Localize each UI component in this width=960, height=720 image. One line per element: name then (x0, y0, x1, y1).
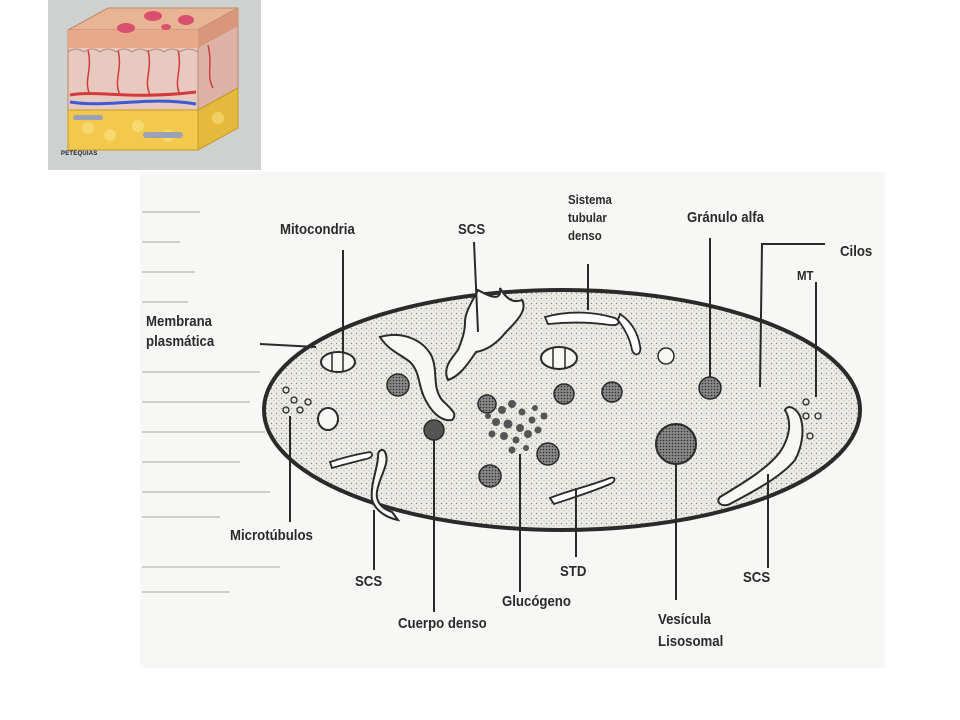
label-mitocondria: Mitocondria (280, 221, 355, 238)
label-mt: MT (797, 268, 814, 283)
mitochondrion-small (317, 407, 339, 431)
mitochondrion-left (320, 351, 356, 373)
label-cuerpo-denso: Cuerpo denso (398, 615, 487, 632)
label-membrana-line2: plasmática (146, 333, 215, 350)
platelet-drawing (142, 211, 862, 612)
microtubules-right (802, 398, 822, 440)
background-text-lines (142, 211, 280, 593)
label-vesicula-line2: Lisosomal (658, 633, 724, 650)
label-microtubulos: Microtúbulos (230, 527, 313, 544)
dense-tubular-strand-left (328, 451, 373, 470)
scs-channel-left (378, 333, 456, 422)
platelet-diagram: Mitocondria SCS Sistema tubular denso Gr… (140, 172, 885, 668)
label-cilos: Cilos (840, 243, 873, 260)
alpha-granule (601, 381, 623, 403)
scs-channel-right (717, 406, 804, 507)
alpha-granule (536, 442, 560, 466)
glycogen-cluster (485, 400, 548, 454)
label-glucogeno: Glucógeno (502, 593, 571, 610)
alpha-granule (477, 394, 497, 414)
label-scs-bottom-right: SCS (743, 569, 771, 586)
dense-tubular-strand-hook (616, 312, 642, 356)
label-granulo-alfa: Gránulo alfa (687, 209, 765, 226)
mitochondrion-center (540, 346, 578, 370)
alpha-granule (553, 383, 575, 405)
label-scs-bottom-left: SCS (355, 573, 383, 590)
label-sistema-line1: Sistema (568, 192, 612, 207)
alpha-granule (386, 373, 410, 397)
label-vesicula-line1: Vesícula (658, 611, 711, 628)
dense-body (423, 419, 445, 441)
small-vesicle (657, 347, 675, 365)
label-scs-top: SCS (458, 221, 486, 238)
label-std: STD (560, 563, 587, 580)
lysosomal-vesicle (655, 423, 697, 465)
scs-channel-center (445, 287, 525, 382)
scs-channel-bottom-left (370, 448, 401, 522)
label-sistema-line3: denso (568, 228, 602, 243)
skin-cross-section-drawing (67, 7, 239, 151)
microtubules-left (282, 386, 312, 414)
petechiae-skin-illustration: PETEQUIAS (48, 0, 261, 170)
leader-lines (259, 238, 825, 612)
dense-tubular-strand-top (543, 311, 620, 327)
alpha-granule-labeled (698, 376, 722, 400)
label-membrana-line1: Membrana (146, 313, 213, 330)
skin-caption: PETEQUIAS (61, 151, 98, 157)
alpha-granule (478, 464, 502, 488)
label-sistema-line2: tubular (568, 210, 607, 225)
